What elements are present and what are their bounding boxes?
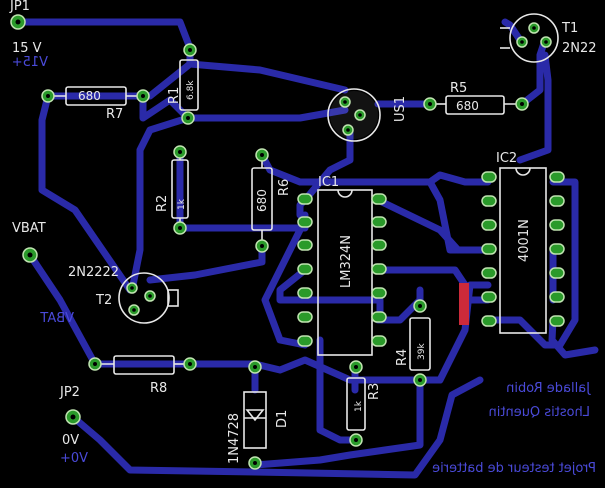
trace-r1-t2 xyxy=(128,114,192,294)
label-jp2: JP2 xyxy=(59,385,80,400)
trace-gnd xyxy=(69,376,484,479)
transistor-t1[interactable] xyxy=(500,13,559,63)
label-jp2-voltage: 0V xyxy=(62,433,79,448)
label-ic2: IC2 xyxy=(496,151,517,166)
label-r2: R2 xyxy=(155,195,170,212)
label-t1: T1 xyxy=(561,21,578,36)
label-r8: R8 xyxy=(150,381,167,396)
label-project: Projet testeur de batterie xyxy=(432,461,596,476)
label-ic1-part: LM324N xyxy=(339,235,354,288)
label-ic1: IC1 xyxy=(318,175,339,190)
transistor-t2[interactable] xyxy=(118,272,179,324)
label-r6-value: 680 xyxy=(255,189,269,212)
trace-r7-r1 xyxy=(44,60,194,100)
trace-ic2-r4 xyxy=(416,281,492,384)
label-author-1: Jallade Robin xyxy=(506,381,591,396)
trace-t1-ic2 xyxy=(516,51,552,164)
trace-ic1-p14 xyxy=(374,196,462,254)
trace-r8-vbat xyxy=(26,251,99,368)
trace-r7b xyxy=(139,92,192,122)
label-jp1: JP1 xyxy=(9,0,30,14)
label-vbat-mirror: VBAT xyxy=(40,311,74,326)
label-d1: D1 xyxy=(275,410,290,428)
label-ic2-part: 4001N xyxy=(517,219,532,262)
trace-r4-d1 xyxy=(251,376,424,469)
trace-ic1-loop xyxy=(261,211,309,349)
pads xyxy=(10,14,552,470)
trace-r1-us1 xyxy=(186,60,349,94)
trace-r2-ic1 xyxy=(176,151,309,232)
label-t1-part: 2N22 xyxy=(562,41,597,56)
trace-ic2-out xyxy=(548,316,599,359)
trace-ic2-p1 xyxy=(426,171,492,186)
label-r3: R3 xyxy=(367,383,382,400)
copper-traces xyxy=(14,18,599,479)
resistor-r4[interactable] xyxy=(409,317,431,371)
trace-r5-t1 xyxy=(518,36,549,108)
label-jp2-mirror: V0+ xyxy=(60,451,88,466)
label-r1-value: 6.8k xyxy=(186,80,196,100)
label-r6: R6 xyxy=(277,179,292,196)
trace-r6-t2 xyxy=(146,242,266,284)
label-author-2: Lhostis Quentin xyxy=(489,405,590,420)
trace-ic1-p5 xyxy=(276,266,309,304)
trace-ic1-r4 xyxy=(374,286,424,324)
label-r3-value: 1k xyxy=(354,400,364,412)
ic2-pins xyxy=(481,171,565,327)
label-r2-value: 1k xyxy=(177,198,187,210)
label-jp1-voltage: 15 V xyxy=(12,41,42,56)
trace-t1-top xyxy=(501,18,524,44)
label-r7-value: 680 xyxy=(78,89,101,103)
trace-r7-t2 xyxy=(38,92,134,294)
label-r5: R5 xyxy=(450,81,467,96)
resistor-r3[interactable] xyxy=(346,377,366,431)
label-r4-value: 39k xyxy=(417,343,427,360)
us1-sensor[interactable] xyxy=(327,88,381,142)
label-t2-part: 2N2222 xyxy=(68,265,119,280)
trace-ic1-bridge xyxy=(301,296,384,324)
trace-r1-us1-b xyxy=(184,106,349,122)
label-r7: R7 xyxy=(106,107,123,122)
label-r5-value: 680 xyxy=(456,99,479,113)
resistor-r1[interactable] xyxy=(179,59,199,111)
label-us1: US1 xyxy=(393,96,408,122)
ic1-lm324n[interactable] xyxy=(317,189,373,356)
jumper-wire xyxy=(459,283,469,325)
diode-d1[interactable] xyxy=(243,391,267,449)
ic2-4001n[interactable] xyxy=(499,167,547,334)
label-r4: R4 xyxy=(395,349,410,366)
label-r1: R1 xyxy=(167,87,182,104)
trace-r3-bottom xyxy=(316,336,361,444)
label-jp1-mirror: V15+ xyxy=(12,55,48,70)
label-vbat: VBAT xyxy=(12,221,46,236)
label-t2: T2 xyxy=(95,293,112,308)
label-d1-part: 1N4728 xyxy=(227,413,242,464)
ic1-pins xyxy=(297,193,387,347)
